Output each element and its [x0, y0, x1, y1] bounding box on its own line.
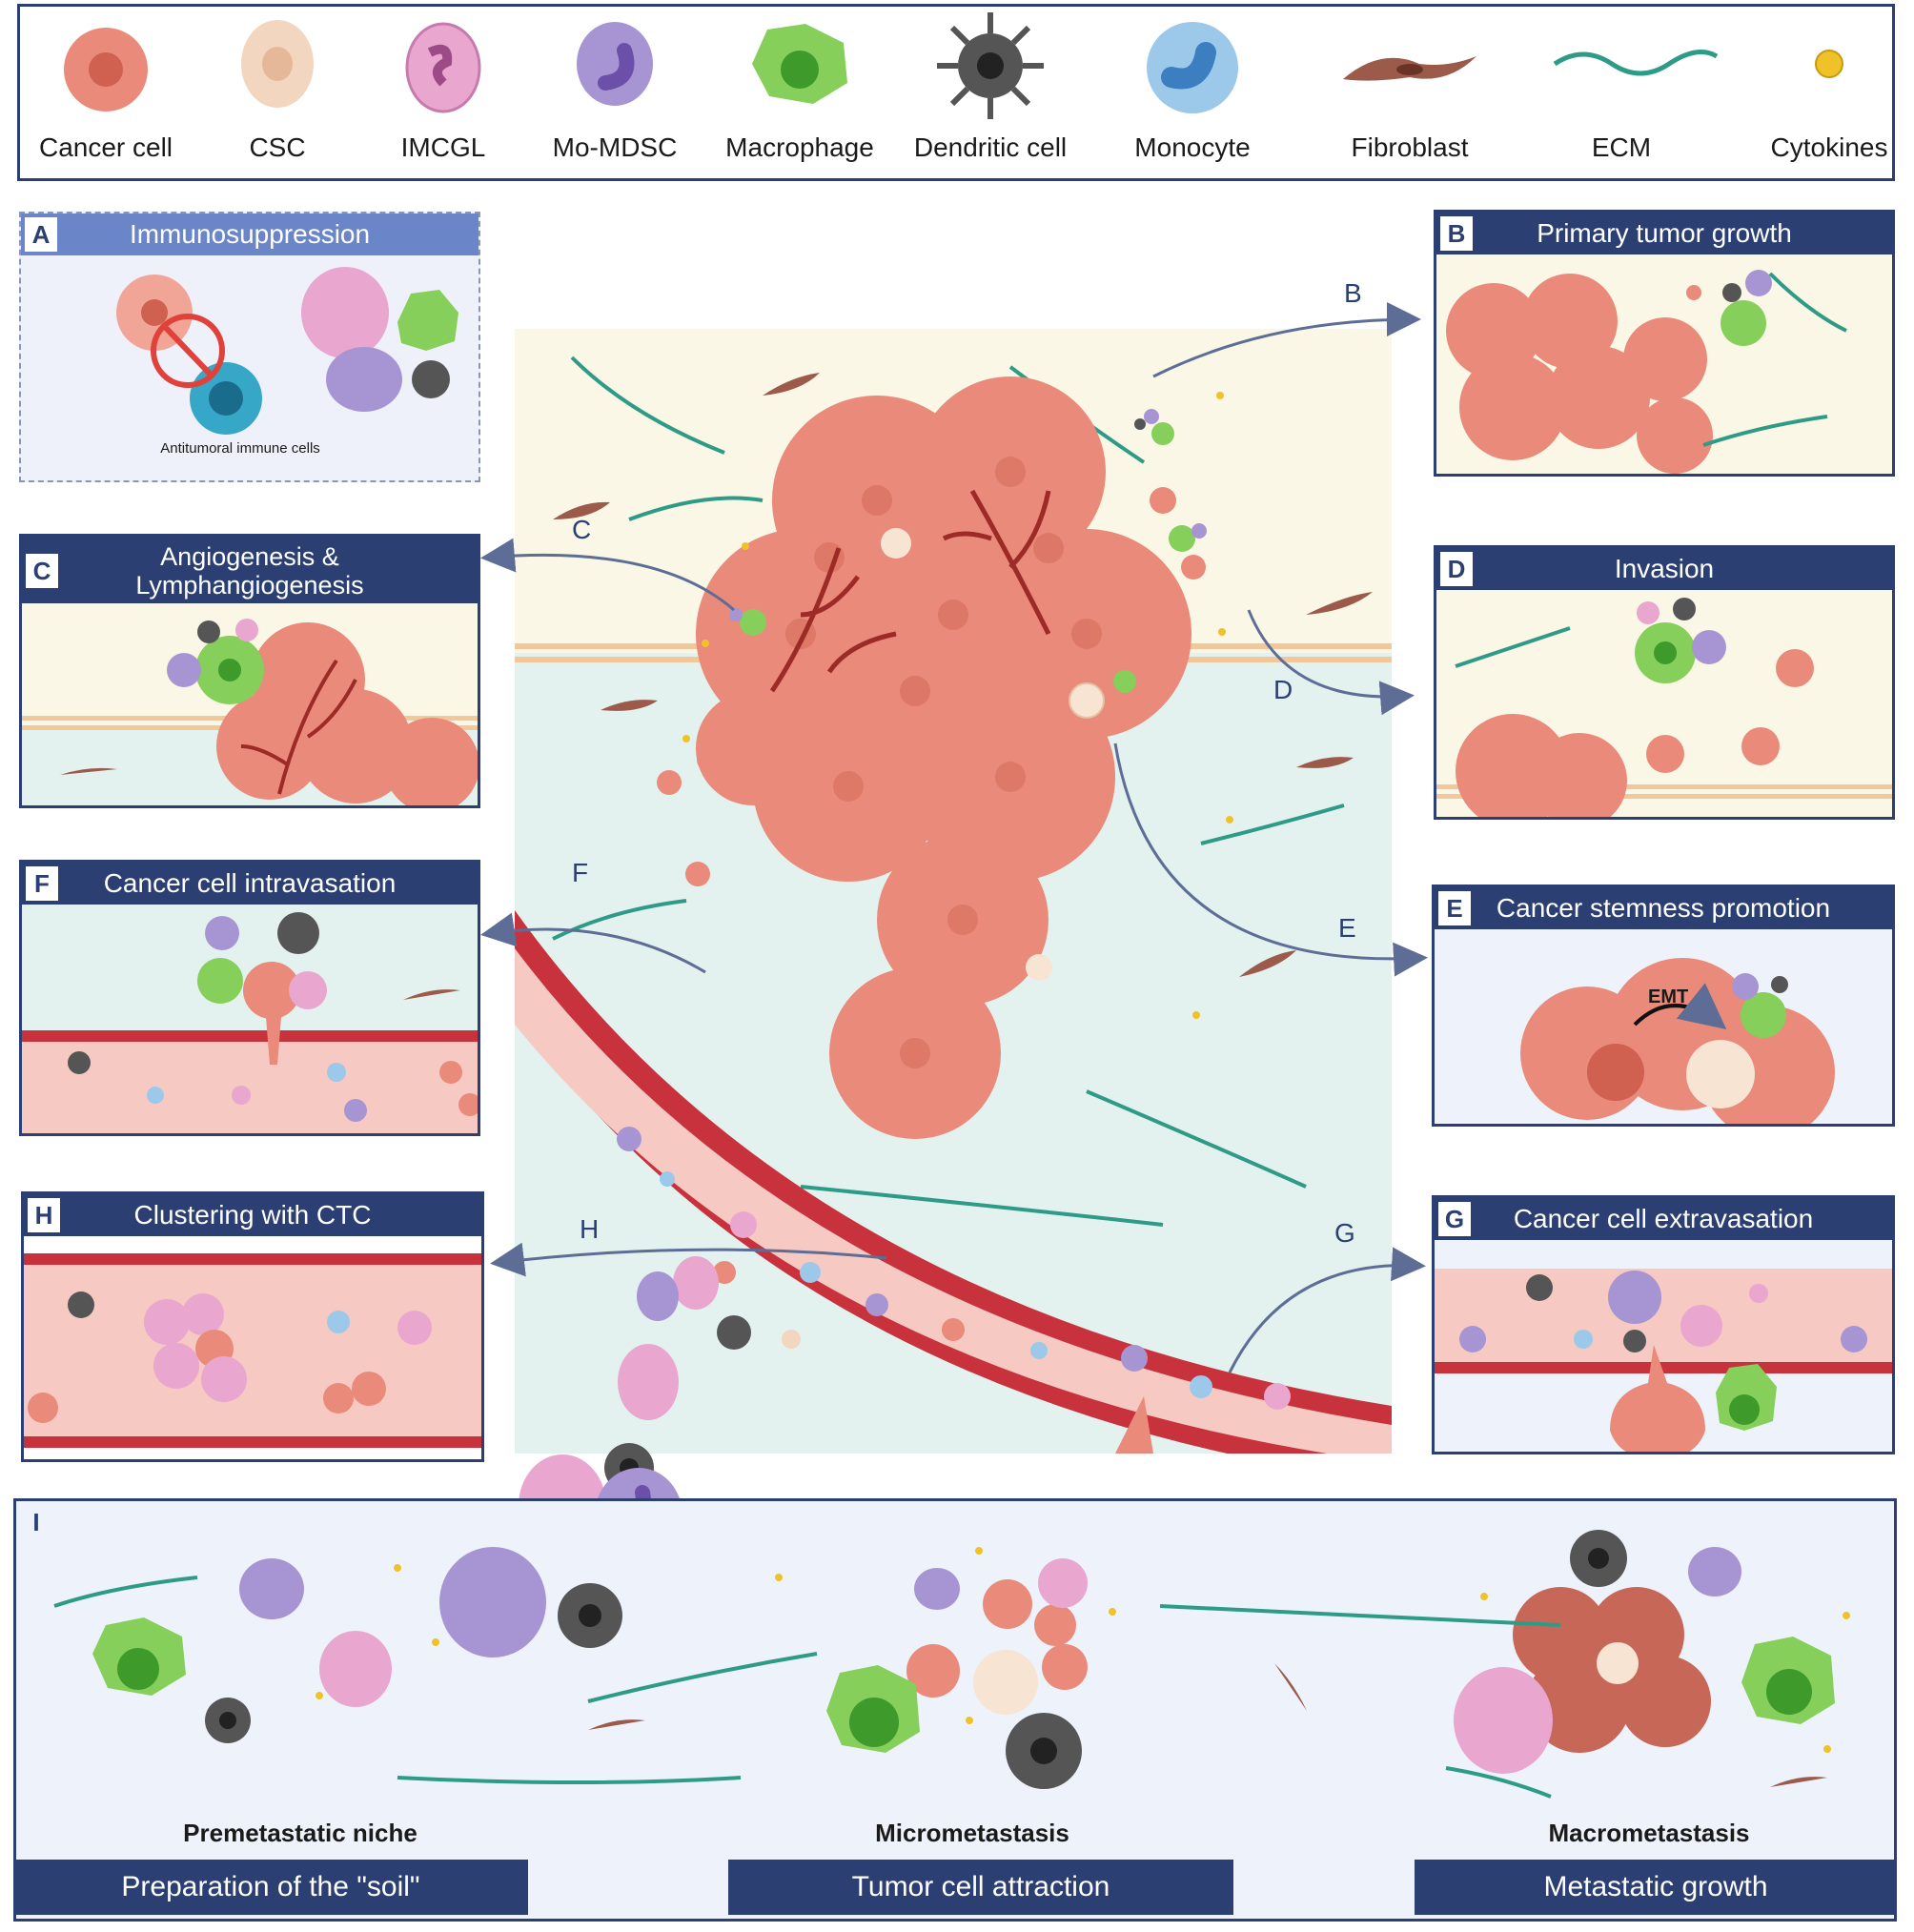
panel-d-title: Invasion — [1436, 548, 1892, 590]
legend-label-csc: CSC — [249, 132, 306, 162]
panel-e-letter: E — [1438, 891, 1471, 925]
legend-label-imcgl: IMCGL — [400, 132, 486, 162]
arrow-label-d: D — [1273, 675, 1293, 704]
legend-label-cancer-cell: Cancer cell — [38, 132, 173, 162]
fibroblast-icon — [1343, 56, 1476, 81]
panel-e-title: Cancer stemness promotion — [1435, 887, 1892, 929]
panel-f-letter: F — [26, 866, 58, 901]
arrow-label-b: B — [1344, 278, 1362, 308]
panel-d-art — [1436, 598, 1892, 817]
panel-f-art — [22, 905, 478, 1133]
panel-c-title-text: Angiogenesis & Lymphangiogenesis — [135, 542, 364, 600]
panel-e-art — [1520, 958, 1835, 1124]
stage-label-micrometastasis: Micrometastasis — [875, 1819, 1069, 1847]
panel-a-immunosuppression: Immunosuppression A Antitumoral immune c… — [19, 212, 480, 482]
legend-label-macrophage: Macrophage — [725, 132, 874, 162]
legend-label-fibroblast: Fibroblast — [1351, 132, 1469, 162]
panel-h-art — [24, 1253, 481, 1448]
stage-bar-tumor-cell-attraction: Tumor cell attraction — [728, 1860, 1233, 1915]
arrow-label-c: C — [572, 515, 592, 544]
stage-bar-preparation: Preparation of the "soil" — [13, 1860, 528, 1915]
panel-g-title: Cancer cell extravasation — [1435, 1198, 1892, 1240]
legend-label-dendritic-cell: Dendritic cell — [913, 132, 1068, 162]
dendritic-cell-icon — [937, 12, 1044, 119]
panel-a-letter: A — [25, 217, 57, 252]
panel-e-stemness: Cancer stemness promotion E EMT — [1432, 885, 1895, 1127]
monocyte-icon — [1147, 22, 1238, 113]
legend-label-mo-mdsc: Mo-MDSC — [552, 132, 678, 162]
imcgl-icon — [405, 22, 481, 113]
arrow-label-e: E — [1338, 913, 1356, 943]
cancer-cell-icon — [64, 28, 148, 112]
ecm-icon — [1553, 50, 1719, 76]
panel-c-art — [22, 619, 478, 805]
panel-e-note: EMT — [1648, 986, 1689, 1007]
panel-g-extravasation: Cancer cell extravasation G — [1432, 1195, 1895, 1454]
panel-h-clustering: Clustering with CTC H — [21, 1191, 484, 1462]
panel-a-title: Immunosuppression — [21, 214, 478, 255]
panel-b-art — [1446, 270, 1847, 474]
panel-h-title: Clustering with CTC — [24, 1194, 481, 1236]
panel-a-art — [116, 267, 458, 435]
mo-mdsc-icon — [577, 22, 653, 106]
arrow-label-g: G — [1334, 1218, 1355, 1248]
panel-b-title: Primary tumor growth — [1436, 213, 1892, 254]
panel-i-metastasis: I — [13, 1498, 1897, 1922]
cytokine-icon — [1815, 50, 1843, 78]
panel-b-letter: B — [1440, 216, 1473, 251]
panel-a-note: Antitumoral immune cells — [160, 440, 320, 457]
panel-f-intravasation: Cancer cell intravasation F — [19, 860, 480, 1136]
legend-label-monocyte: Monocyte — [1134, 132, 1251, 162]
legend-label-cytokines: Cytokines — [1770, 132, 1888, 162]
panel-f-title: Cancer cell intravasation — [22, 863, 478, 905]
panel-c-title: Angiogenesis & Lymphangiogenesis — [22, 537, 478, 603]
stage-bar-metastatic-growth: Metastatic growth — [1415, 1860, 1897, 1915]
arrow-label-f: F — [572, 858, 589, 887]
panel-b-primary-tumor-growth: Primary tumor growth B — [1434, 210, 1895, 477]
panel-h-letter: H — [28, 1198, 60, 1232]
panel-i-letter: I — [32, 1508, 40, 1536]
stage-label-premetastatic-niche: Premetastatic niche — [183, 1819, 417, 1847]
stage-label-macrometastasis: Macrometastasis — [1548, 1819, 1750, 1847]
panel-g-art — [1435, 1269, 1892, 1452]
panel-i-art — [53, 1530, 1850, 1799]
arrow-label-h: H — [580, 1214, 600, 1244]
panel-d-letter: D — [1440, 552, 1473, 586]
csc-icon — [241, 20, 314, 108]
legend: Cancer cell CSC IMCGL Mo-MDSC Macrophage… — [17, 4, 1895, 181]
legend-label-ecm: ECM — [1591, 132, 1652, 162]
panel-d-invasion: Invasion D — [1434, 545, 1895, 820]
legend-icons — [64, 12, 1843, 119]
panel-g-letter: G — [1438, 1202, 1471, 1236]
panel-c-angiogenesis: Angiogenesis & Lymphangiogenesis C — [19, 534, 480, 808]
macrophage-icon — [752, 24, 847, 104]
panel-c-letter: C — [26, 554, 58, 588]
